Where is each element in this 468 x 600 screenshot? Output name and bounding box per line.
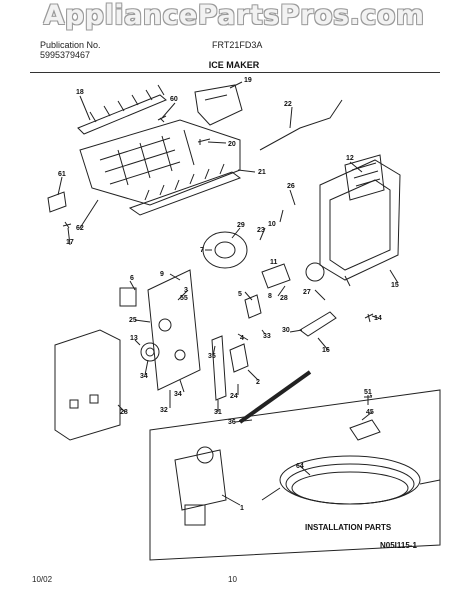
shutoff-arm xyxy=(259,99,343,151)
ejector-part xyxy=(77,84,167,135)
callout-9: 9 xyxy=(160,271,164,278)
callout-13: 13 xyxy=(130,335,138,342)
callout-62: 62 xyxy=(76,225,84,232)
publication-label: Publication No. xyxy=(40,40,101,50)
part-32 xyxy=(211,335,227,401)
footer-page-number: 10 xyxy=(228,575,237,584)
callout-61: 61 xyxy=(58,171,66,178)
screw-60 xyxy=(157,115,167,123)
model-number: FRT21FD3A xyxy=(212,40,263,50)
callout-17: 17 xyxy=(66,239,74,246)
screw-62 xyxy=(62,221,72,229)
callout-35: 35 xyxy=(208,353,216,360)
insulation-3 xyxy=(119,287,137,307)
callout-34: 34 xyxy=(140,373,148,380)
callout-23: 23 xyxy=(257,227,265,234)
screw-2 xyxy=(364,313,374,323)
callout-25: 25 xyxy=(129,317,137,324)
callout-20: 20 xyxy=(228,141,236,148)
footer-date: 10/02 xyxy=(32,575,53,584)
callout-55: 55 xyxy=(180,295,188,302)
callout-36: 36 xyxy=(228,419,236,426)
mold-body xyxy=(79,119,241,206)
part-31 xyxy=(229,343,249,373)
installation-box xyxy=(149,389,441,561)
callout-34: 34 xyxy=(174,391,182,398)
callout-6: 6 xyxy=(130,275,134,282)
front-cover xyxy=(54,329,121,441)
callout-1: 1 xyxy=(240,505,244,512)
cover-part xyxy=(194,84,243,126)
component-9 xyxy=(261,263,291,289)
callout-28: 28 xyxy=(280,295,288,302)
callout-8: 8 xyxy=(268,293,272,300)
callout-19: 19 xyxy=(244,77,252,84)
callout-18: 18 xyxy=(76,89,84,96)
header-rule xyxy=(30,72,440,73)
clip-61 xyxy=(47,191,67,213)
lever-24 xyxy=(299,311,337,337)
callout-10: 10 xyxy=(268,221,276,228)
callout-60: 60 xyxy=(170,96,178,103)
publication-number: 5995379467 xyxy=(40,50,91,60)
water-valve-55 xyxy=(174,449,227,511)
callout-31: 31 xyxy=(214,409,222,416)
tube-51 xyxy=(238,370,312,424)
watermark-logo: AppliancePartsPros.com xyxy=(43,0,425,31)
callout-7: 7 xyxy=(200,247,204,254)
callout-45: 45 xyxy=(366,409,374,416)
callout-3: 3 xyxy=(184,287,188,294)
screw-45 xyxy=(364,395,372,405)
callout-33: 33 xyxy=(263,333,271,340)
callout-32: 32 xyxy=(160,407,168,414)
callout-21: 21 xyxy=(258,169,266,176)
thermostat-13 xyxy=(305,262,325,282)
installation-parts-label: INSTALLATION PARTS xyxy=(305,523,392,532)
stripper-part xyxy=(128,171,242,216)
mounting-plate xyxy=(147,269,201,391)
callout-22: 22 xyxy=(284,101,292,108)
section-title: ICE MAKER xyxy=(208,60,260,70)
screw-20 xyxy=(197,138,211,145)
callout-30: 30 xyxy=(282,327,290,334)
part-8 xyxy=(244,294,262,319)
callout-4: 4 xyxy=(240,335,244,342)
callout-16: 16 xyxy=(322,347,330,354)
callout-29: 29 xyxy=(237,222,245,229)
callout-11: 11 xyxy=(270,259,278,266)
callout-26: 26 xyxy=(287,183,295,190)
callout-5: 5 xyxy=(238,291,242,298)
callout-24: 24 xyxy=(230,393,238,400)
callout-64: 64 xyxy=(296,463,304,470)
callout-27: 27 xyxy=(303,289,311,296)
motor-part xyxy=(202,231,248,269)
gear-part xyxy=(140,342,160,362)
callout-14: 14 xyxy=(374,315,382,322)
callout-12: 12 xyxy=(346,155,354,162)
callout-28: 28 xyxy=(120,409,128,416)
housing-part xyxy=(319,159,401,281)
clamp-64 xyxy=(349,419,381,441)
callout-15: 15 xyxy=(391,282,399,289)
callout-51: 51 xyxy=(364,389,372,396)
callout-2: 2 xyxy=(256,379,260,386)
switch-block xyxy=(344,154,385,201)
diagram-code: N05I115-1 xyxy=(380,541,417,550)
